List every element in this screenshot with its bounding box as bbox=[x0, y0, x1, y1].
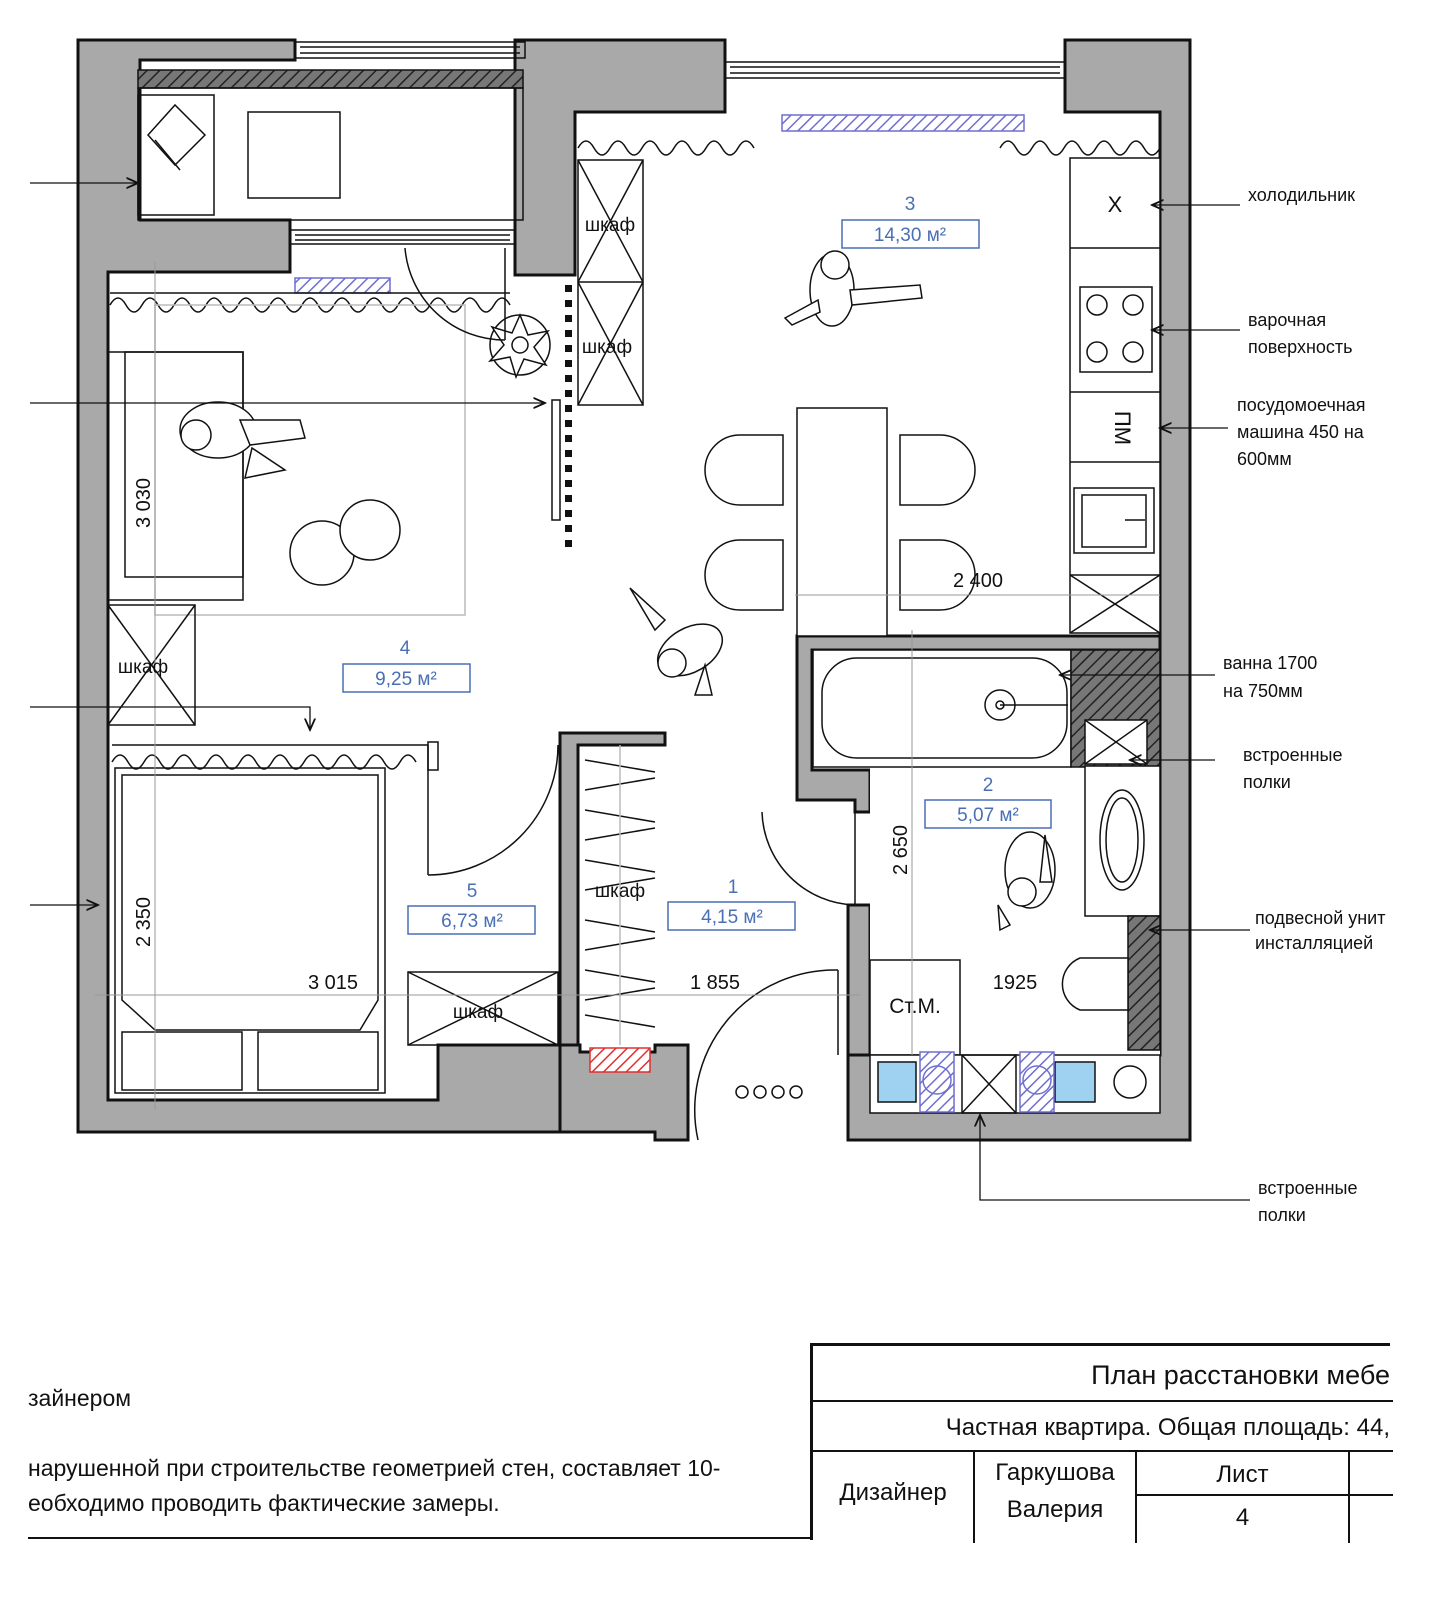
dim-2350: 2 350 bbox=[133, 897, 155, 947]
note-bath-2: на 750мм bbox=[1223, 681, 1303, 701]
dim-3015: 3 015 bbox=[308, 972, 358, 994]
sheet-row-divider bbox=[1135, 1494, 1393, 1496]
subtitle-row bbox=[813, 1402, 1393, 1452]
title-block: План расстановки мебе Частная квартира. … bbox=[810, 1343, 1393, 1543]
title-block-role: Дизайнер bbox=[839, 1479, 947, 1506]
wardrobe-label-3: шкаф bbox=[118, 657, 168, 678]
title-block-sheet-label: Лист bbox=[1216, 1461, 1269, 1488]
room-number-2: 2 bbox=[983, 775, 994, 796]
note-shelves1-1: встроенные bbox=[1243, 745, 1342, 765]
room-area-2: 5,07 м² bbox=[957, 805, 1019, 826]
note-hob-2: поверхность bbox=[1248, 337, 1353, 357]
note-shelves2-2: полки bbox=[1258, 1205, 1306, 1225]
room-area-5: 6,73 м² bbox=[441, 911, 503, 932]
wardrobe-label-1: шкаф bbox=[585, 215, 635, 236]
room-area-1: 4,15 м² bbox=[701, 907, 763, 928]
leader-arrows bbox=[30, 183, 1250, 1201]
room-number-3: 3 bbox=[905, 194, 916, 215]
footer-line-1: зайнером bbox=[28, 1385, 132, 1411]
note-toilet-2: инсталляцией bbox=[1255, 933, 1373, 953]
title-block-name-2: Валерия bbox=[1006, 1496, 1104, 1523]
col-divider-3 bbox=[1348, 1452, 1350, 1543]
washing-machine-label: Ст.М. bbox=[889, 995, 941, 1018]
title-row bbox=[813, 1346, 1393, 1402]
title-block-name-1: Гаркушова bbox=[995, 1459, 1115, 1486]
furniture-living bbox=[107, 247, 723, 1094]
radiators bbox=[294, 114, 1025, 294]
room-area-3: 14,30 м² bbox=[874, 225, 946, 246]
note-shelves1-2: полки bbox=[1243, 772, 1291, 792]
note-fridge: холодильник bbox=[1248, 185, 1355, 205]
note-hob-1: варочная bbox=[1248, 310, 1326, 330]
dim-2400: 2 400 bbox=[953, 570, 1003, 592]
note-dishwasher-1: посудомоечная bbox=[1237, 395, 1366, 415]
dim-1855: 1 855 bbox=[690, 972, 740, 994]
room-area-box-4 bbox=[342, 663, 471, 693]
dim-1925: 1925 bbox=[993, 972, 1038, 994]
room-area-box-3 bbox=[841, 219, 980, 249]
room-area-box-5 bbox=[407, 905, 536, 935]
room-number-1: 1 bbox=[728, 877, 739, 898]
room-area-box-2 bbox=[924, 799, 1052, 829]
footer-line-2: нарушенной при строительстве геометрией … bbox=[28, 1455, 721, 1481]
wardrobe-label-5: шкаф bbox=[453, 1002, 503, 1023]
balcony bbox=[137, 69, 524, 221]
note-shelves2-1: встроенные bbox=[1258, 1178, 1357, 1198]
fridge-mark: X bbox=[1108, 192, 1123, 217]
col-divider-2 bbox=[1135, 1452, 1137, 1543]
windows bbox=[289, 41, 1066, 245]
note-dishwasher-2: машина 450 на bbox=[1237, 422, 1365, 442]
dim-2650: 2 650 bbox=[890, 825, 912, 875]
curtains bbox=[109, 140, 1161, 770]
dim-3030: 3 030 bbox=[133, 478, 155, 528]
title-block-subtitle: Частная квартира. Общая площадь: 44, bbox=[945, 1414, 1390, 1441]
note-toilet-1: подвесной унит bbox=[1255, 908, 1385, 928]
room-number-4: 4 bbox=[400, 638, 411, 659]
room-area-4: 9,25 м² bbox=[375, 669, 437, 690]
footer-line-3: еобходимо проводить фактические замеры. bbox=[28, 1490, 500, 1516]
room-number-5: 5 bbox=[467, 881, 478, 902]
note-dishwasher-3: 600мм bbox=[1237, 449, 1292, 469]
title-block-sheet-number: 4 bbox=[1235, 1504, 1250, 1531]
walls bbox=[76, 38, 1192, 1142]
furniture-bathroom bbox=[693, 649, 1161, 1141]
title-block-title: План расстановки мебе bbox=[1091, 1360, 1390, 1390]
note-bath-1: ванна 1700 bbox=[1223, 653, 1317, 673]
room-area-box-1 bbox=[667, 901, 796, 931]
furniture-kitchen bbox=[577, 157, 1161, 637]
dishwasher-mark: ПМ bbox=[1110, 411, 1135, 445]
wardrobe-label-2: шкаф bbox=[582, 337, 632, 358]
wardrobe-label-4: шкаф bbox=[595, 881, 645, 902]
col-divider-1 bbox=[973, 1452, 975, 1543]
